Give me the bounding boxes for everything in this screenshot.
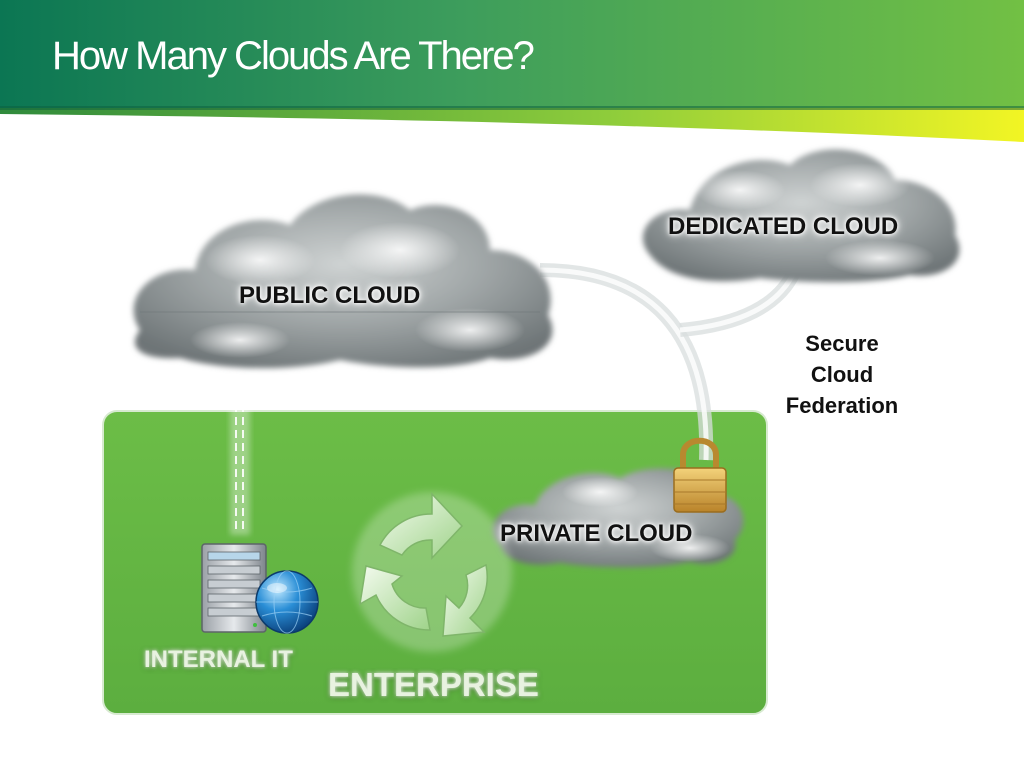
dedicated-cloud-label: DEDICATED CLOUD — [668, 213, 899, 240]
public-cloud — [133, 194, 553, 369]
padlock-icon — [673, 437, 727, 513]
public-internal-link — [230, 360, 250, 535]
federation-link — [539, 263, 802, 461]
refresh-cycle-icon — [352, 492, 512, 652]
server-icon — [201, 543, 267, 633]
internal-it-label: INTERNAL IT — [144, 646, 293, 673]
federation-label: Secure Cloud Federation — [760, 328, 924, 421]
private-cloud-label: PRIVATE CLOUD — [500, 520, 693, 547]
enterprise-label: ENTERPRISE — [328, 666, 539, 703]
slide-title: How Many Clouds Are There? — [52, 34, 535, 78]
federation-line-3: Federation — [785, 393, 899, 418]
dedicated-cloud — [642, 149, 960, 283]
public-cloud-label: PUBLIC CLOUD — [239, 282, 421, 309]
header-band — [0, 0, 1024, 110]
header-stripe — [0, 108, 1024, 142]
federation-line-1: Secure — [805, 331, 879, 356]
globe-icon — [255, 570, 319, 634]
header-shadow-line — [0, 106, 1024, 110]
federation-line-2: Cloud — [810, 362, 874, 387]
